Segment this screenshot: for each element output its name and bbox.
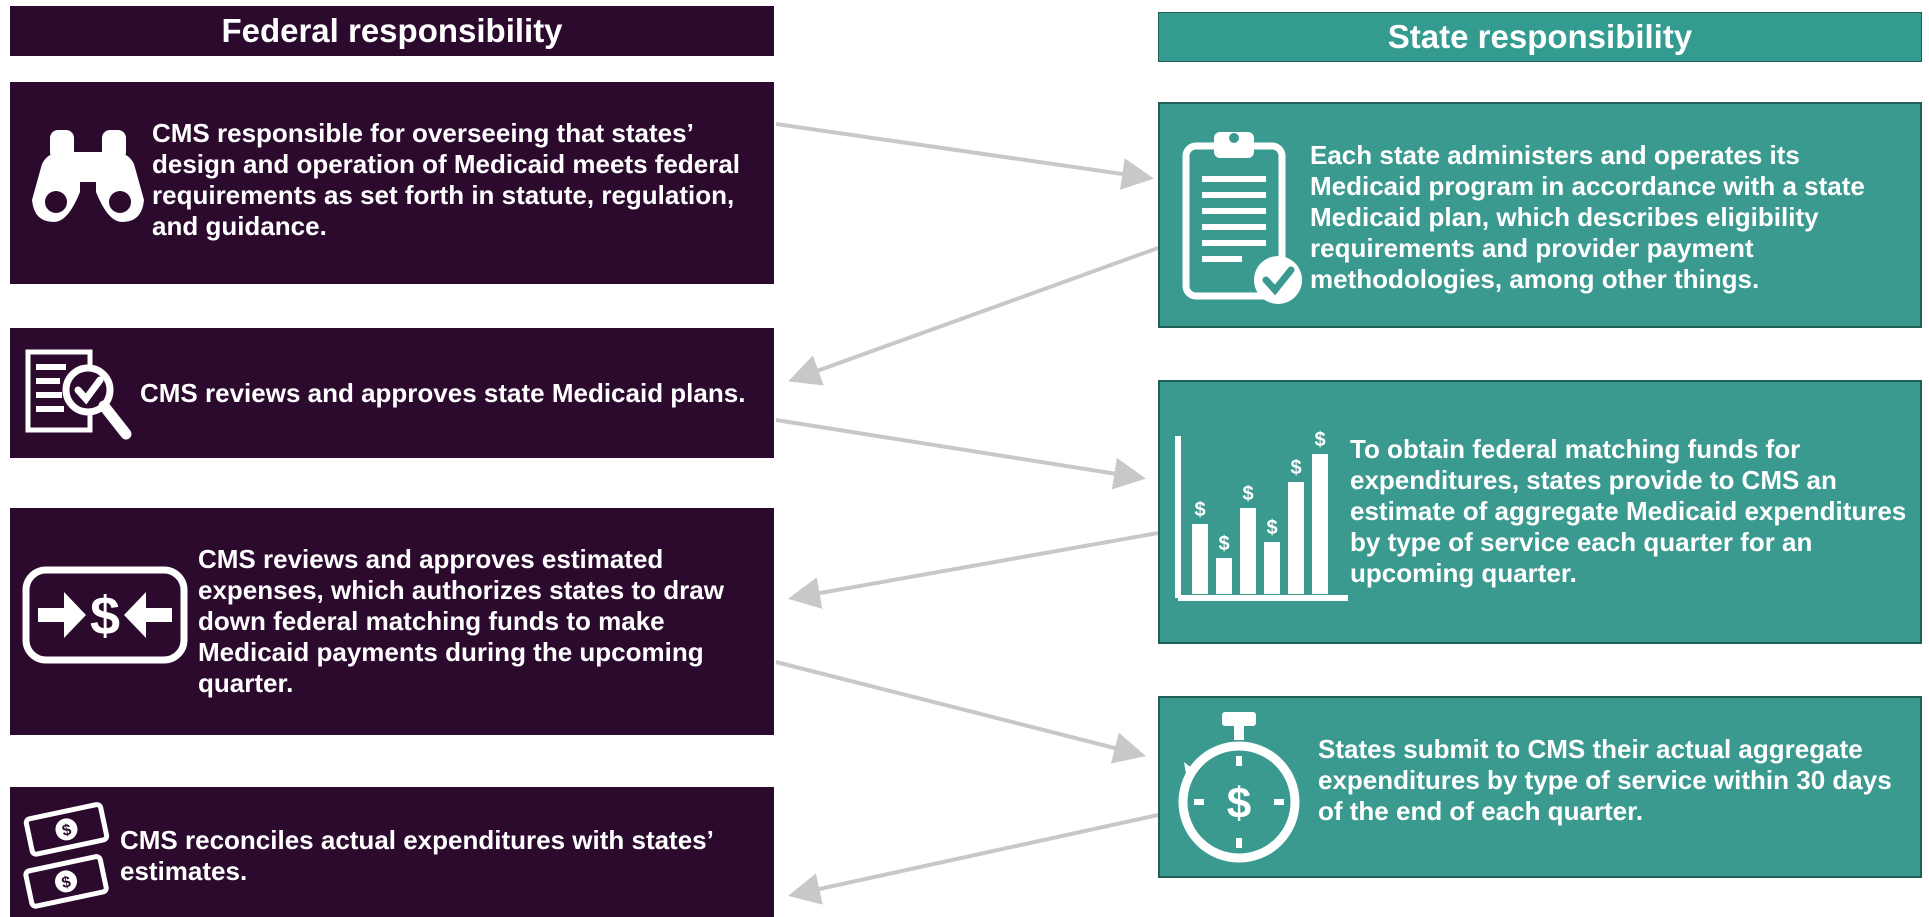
svg-text:$: $ (1290, 457, 1301, 479)
state-step-3: $ States submit to CMS their actual aggr… (1158, 696, 1922, 878)
federal-step-1: CMS responsible for overseeing that stat… (10, 82, 774, 284)
arrow-fed1-to-state1 (775, 122, 1154, 190)
binoculars-icon (32, 130, 144, 222)
federal-step-4-text: CMS reconciles actual expenditures with … (120, 825, 713, 886)
federal-step-4: $ $ CMS reconciles actual expenditures w… (10, 787, 774, 917)
federal-step-2: CMS reviews and approves state Medicaid … (10, 328, 774, 458)
document-review-icon (25, 349, 132, 440)
state-step-2-text: To obtain federal matching funds for exp… (1350, 434, 1907, 588)
svg-text:$: $ (1194, 499, 1205, 521)
stopwatch-dollar-icon: $ (1178, 712, 1300, 863)
arrow-fed2-to-state2 (775, 418, 1146, 490)
federal-step-3: $ CMS reviews and approves estimated exp… (10, 508, 774, 735)
money-stack-icon: $ $ (23, 802, 110, 909)
federal-step-2-text: CMS reviews and approves state Medicaid … (140, 378, 746, 408)
clipboard-check-icon (1182, 132, 1302, 304)
svg-text:$: $ (1242, 483, 1253, 505)
bar-chart-dollar-icon: $ $ $ $ $ $ (1175, 429, 1348, 601)
svg-text:$: $ (1266, 517, 1277, 539)
money-transfer-icon: $ (22, 566, 188, 664)
svg-text:$: $ (60, 874, 72, 892)
arrow-state2-to-fed3 (788, 531, 1159, 609)
federal-step-1-text: CMS responsible for overseeing that stat… (152, 118, 741, 241)
svg-text:$: $ (1314, 429, 1325, 451)
arrow-fed3-to-state3 (775, 660, 1146, 764)
arrow-state3-to-fed4 (788, 813, 1159, 905)
state-step-3-text: States submit to CMS their actual aggreg… (1318, 734, 1892, 826)
state-step-1: Each state administers and operates its … (1158, 102, 1922, 328)
federal-header: Federal responsibility (10, 6, 774, 56)
state-step-2: $ $ $ $ $ $ To obtain federal matching f… (1158, 380, 1922, 644)
state-step-1-text: Each state administers and operates its … (1310, 140, 1865, 294)
state-header: State responsibility (1158, 12, 1922, 62)
federal-step-3-text: CMS reviews and approves estimated expen… (198, 544, 724, 698)
svg-text:$: $ (1218, 533, 1229, 555)
svg-text:$: $ (90, 586, 120, 646)
svg-text:$: $ (1227, 779, 1251, 828)
arrow-state1-to-fed2 (788, 246, 1159, 386)
svg-text:$: $ (61, 822, 73, 840)
